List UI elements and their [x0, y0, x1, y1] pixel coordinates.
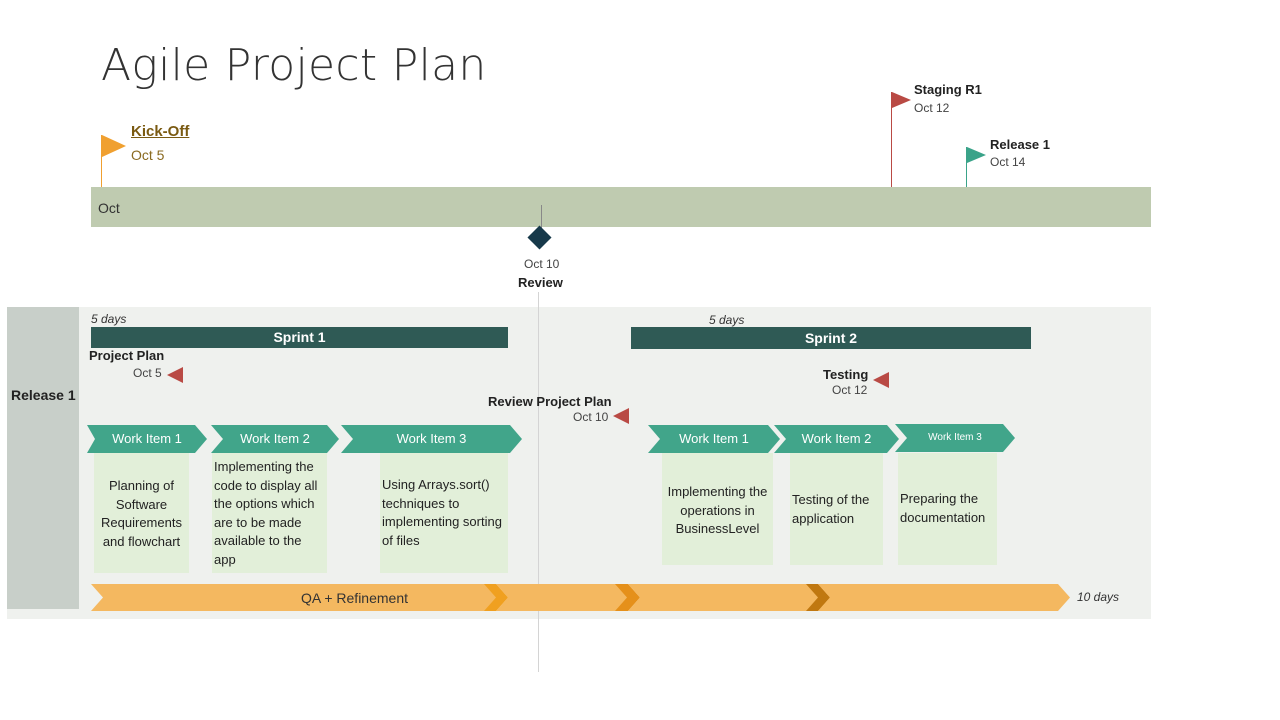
kickoff-milestone-name[interactable]: Kick-Off — [131, 123, 190, 140]
work-item-chevron[interactable]: Work Item 3 — [895, 424, 1015, 452]
staging-milestone-name[interactable]: Staging R1 — [914, 82, 982, 97]
task-project-plan-name[interactable]: Project Plan — [89, 348, 165, 363]
task-review-plan-name[interactable]: Review Project Plan — [488, 394, 612, 409]
work-item-card: Planning of Software Requirements and fl… — [94, 453, 189, 573]
qa-bar-segment[interactable] — [818, 584, 1070, 611]
release-milestone-name[interactable]: Release 1 — [990, 137, 1050, 152]
review-stem — [541, 205, 542, 231]
qa-bar-segment[interactable] — [496, 584, 638, 611]
release-milestone-date: Oct 14 — [990, 155, 1026, 169]
kickoff-milestone-date: Oct 5 — [131, 147, 165, 163]
work-item-chevron[interactable]: Work Item 3 — [341, 425, 522, 453]
sprint-1-duration: 5 days — [91, 312, 127, 326]
staging-flag-icon[interactable] — [892, 92, 911, 108]
sprint-2-duration: 5 days — [709, 313, 745, 327]
swimlane-label-panel — [7, 307, 79, 609]
task-testing-date: Oct 12 — [832, 383, 868, 397]
task-review-plan-date: Oct 10 — [573, 410, 609, 424]
sprint-2-bar[interactable]: Sprint 2 — [631, 327, 1031, 349]
qa-bar-segment[interactable] — [628, 584, 830, 611]
timeline-month-label: Oct — [98, 200, 120, 216]
staging-milestone-date: Oct 12 — [914, 101, 950, 115]
work-item-chevron[interactable]: Work Item 1 — [648, 425, 780, 453]
release-flag-pole — [966, 147, 967, 187]
review-guide-line — [538, 292, 539, 672]
work-item-card: Implementing the code to display all the… — [212, 453, 327, 573]
work-item-card: Using Arrays.sort() techniques to implem… — [380, 453, 508, 573]
work-item-chevron[interactable]: Work Item 1 — [87, 425, 207, 453]
review-milestone-date: Oct 10 — [524, 257, 560, 271]
qa-bar-segment[interactable] — [91, 584, 508, 611]
review-milestone-name[interactable]: Review — [518, 275, 563, 290]
sprint-1-bar[interactable]: Sprint 1 — [91, 327, 508, 348]
task-testing-name[interactable]: Testing — [823, 367, 869, 382]
task-project-plan-date: Oct 5 — [133, 366, 162, 380]
task-project-plan-marker-icon[interactable] — [167, 367, 183, 383]
timeline-bar[interactable] — [91, 187, 1151, 227]
task-testing-marker-icon[interactable] — [873, 372, 889, 388]
staging-flag-pole — [891, 92, 892, 187]
qa-duration: 10 days — [1077, 590, 1120, 604]
release-flag-icon[interactable] — [967, 147, 986, 163]
task-review-plan-marker-icon[interactable] — [613, 408, 629, 424]
kickoff-flag-icon[interactable] — [102, 135, 126, 157]
review-diamond-icon[interactable] — [527, 225, 552, 250]
work-item-chevron[interactable]: Work Item 2 — [774, 425, 899, 453]
work-item-chevron[interactable]: Work Item 2 — [211, 425, 339, 453]
work-item-card: Preparing the documentation — [898, 453, 997, 565]
work-item-card: Testing of the application — [790, 453, 883, 565]
work-item-card: Implementing the operations in BusinessL… — [662, 453, 773, 565]
swimlane-label[interactable]: Release 1 — [11, 387, 76, 403]
qa-bar-label: QA + Refinement — [301, 590, 409, 606]
page-title: Agile Project Plan — [101, 40, 487, 91]
kickoff-flag-pole — [101, 135, 102, 187]
